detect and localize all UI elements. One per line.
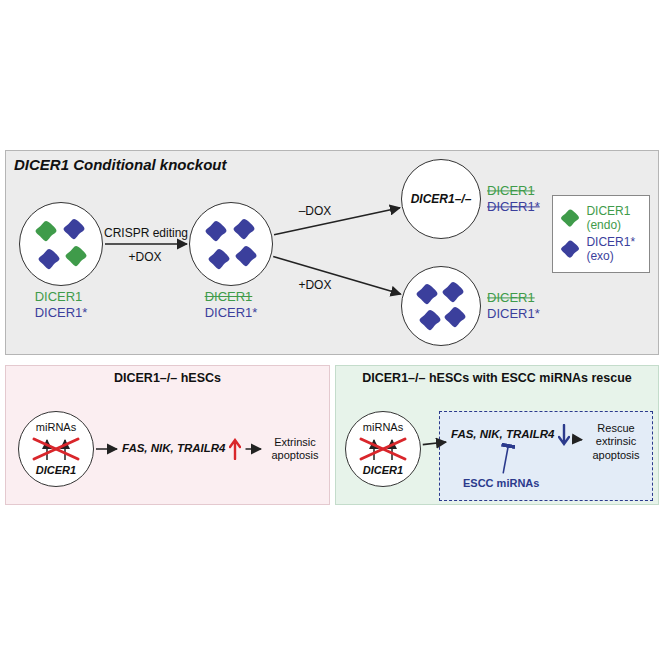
cell-label: DICER1 [363, 464, 403, 477]
protein-blob [65, 246, 86, 266]
processing-arrow [373, 440, 375, 460]
cell-label: DICER1 [35, 289, 88, 305]
legend-text: DICER1* (exo) [586, 235, 645, 264]
protein-blob [205, 221, 226, 241]
node-text: FAS, NIK, TRAILR4 [451, 428, 555, 442]
protein-blob [233, 219, 254, 239]
edge-label: –DOX [299, 204, 332, 218]
processing-arrow [391, 440, 393, 460]
panel-title: DICER1–/– hESCs with ESCC miRNAs rescue [344, 371, 650, 386]
node-text: Extrinsic apoptosis [266, 436, 324, 462]
panel-title: DICER1 Conditional knockout [14, 156, 650, 174]
legend-text: DICER1 (endo) [586, 204, 645, 233]
legend-box: DICER1 (endo)DICER1* (exo) [552, 195, 650, 273]
cell-label: DICER1 [205, 289, 258, 305]
protein-blob [442, 282, 463, 302]
cell-label: DICER1* [35, 305, 88, 321]
arrow-connector [105, 243, 187, 245]
processing-arrow [46, 440, 48, 460]
condition-label: +DOX [128, 250, 161, 264]
red-cross [34, 439, 78, 459]
cell-label: DICER1* [487, 199, 540, 215]
outcome-text: Rescue extrinsic apoptosis [584, 420, 648, 464]
cell-circle: DICER1–/–DICER1DICER1* [401, 159, 481, 239]
processing-arrow [64, 440, 66, 460]
cell-circle: DICER1DICER1* [401, 266, 481, 346]
cell-label: DICER1* [487, 306, 540, 322]
protein-blob [35, 221, 56, 241]
legend-row: DICER1* (exo) [557, 235, 645, 264]
node-text: FAS, NIK, TRAILR4 [122, 442, 226, 456]
arrow-connector [274, 208, 400, 235]
legend-row: DICER1 (endo) [557, 204, 645, 233]
cell-label: miRNAs [36, 421, 76, 434]
red-cross [361, 439, 405, 459]
mirna-label: ESCC miRNAs [460, 475, 542, 492]
protein-blob [235, 246, 256, 266]
cell-circle: DICER1DICER1* [189, 202, 273, 286]
protein-blob [444, 307, 465, 327]
panel-title: DICER1–/– hESCs [14, 371, 321, 386]
red-cross [361, 439, 405, 459]
inhibition-connector [503, 446, 508, 474]
protein-blobs [35, 219, 86, 269]
cell-label: miRNAs [363, 421, 403, 434]
protein-blobs [416, 282, 465, 330]
red-cross [34, 439, 78, 459]
gene-list: FAS, NIK, TRAILR4 [119, 440, 244, 458]
edge-label: CRISPR editing [104, 226, 188, 240]
cell-circle: miRNAsDICER1 [18, 411, 94, 487]
node-text: ESCC miRNAs [463, 477, 539, 490]
rescue-panel: miRNAsDICER1 FAS, NIK, TRAILR4 Rescue extr… [335, 365, 659, 505]
gene-list: FAS, NIK, TRAILR4 [448, 426, 573, 444]
cell-label: DICER1 [487, 290, 540, 306]
edge-label: +DOX [298, 278, 331, 292]
arrow-stroke [559, 425, 569, 444]
mirna-loss-symbol [361, 439, 405, 460]
rescue-box: FAS, NIK, TRAILR4 Rescue extrinsic apopto… [439, 411, 653, 501]
protein-blob [419, 310, 440, 330]
protein-blob [561, 210, 579, 227]
arrow-stroke [230, 440, 240, 459]
protein-blob [63, 219, 84, 239]
node-text: Rescue extrinsic apoptosis [587, 422, 645, 462]
arrow-connector [423, 442, 446, 445]
mirna-loss-symbol [34, 439, 78, 460]
outcome-text: Extrinsic apoptosis [263, 434, 327, 464]
cell-circle: miRNAsDICER1 [345, 411, 421, 487]
protein-blob [208, 249, 229, 269]
legend-swatch [557, 206, 582, 230]
arrow-connector [575, 438, 582, 440]
cell-label: DICER1–/– [411, 192, 472, 206]
protein-blob [561, 241, 579, 258]
cell-label: DICER1 [487, 183, 540, 199]
cell-label: DICER1 [36, 464, 76, 477]
protein-blob [416, 284, 437, 304]
protein-blob [38, 249, 59, 269]
increase-arrow [229, 438, 241, 460]
arrow-connector [273, 256, 401, 294]
arrow-connector [246, 448, 261, 450]
protein-blobs [205, 219, 256, 269]
decrease-arrow [558, 424, 570, 446]
legend-swatch [557, 237, 582, 261]
cell-circle: DICER1DICER1* [19, 202, 103, 286]
arrow-connector [96, 448, 117, 450]
knockout-panel: miRNAsDICER1 FAS, NIK, TRAILR4 Extrinsic a… [5, 365, 330, 505]
cell-label: DICER1* [205, 305, 258, 321]
